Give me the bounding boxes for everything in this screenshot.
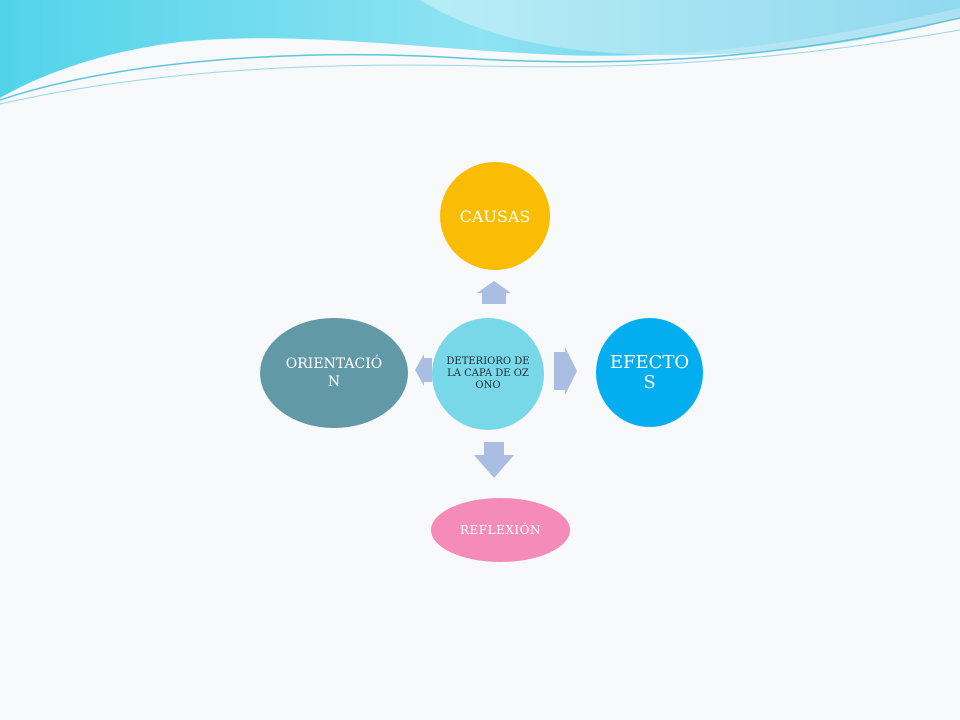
- arrow-down-icon: [474, 442, 514, 478]
- node-orientacion-label: ORIENTACIÓN: [285, 356, 383, 390]
- node-causas: CAUSAS: [440, 162, 550, 270]
- arrow-up-icon: [477, 281, 511, 304]
- node-efectos: EFECTOS: [596, 318, 703, 427]
- arrow-right-icon: [554, 347, 577, 395]
- node-causas-label: CAUSAS: [459, 206, 531, 226]
- node-center-label: DETERIORO DE LA CAPA DE OZONO: [446, 356, 530, 391]
- arrow-left-icon: [415, 354, 432, 386]
- node-reflexion-label: REFLEXIÓN: [460, 523, 541, 537]
- node-efectos-label: EFECTOS: [609, 351, 690, 393]
- node-orientacion: ORIENTACIÓN: [260, 318, 408, 428]
- node-reflexion: REFLEXIÓN: [431, 498, 570, 562]
- header-wave-decoration: [0, 0, 960, 105]
- node-center: DETERIORO DE LA CAPA DE OZONO: [432, 318, 544, 430]
